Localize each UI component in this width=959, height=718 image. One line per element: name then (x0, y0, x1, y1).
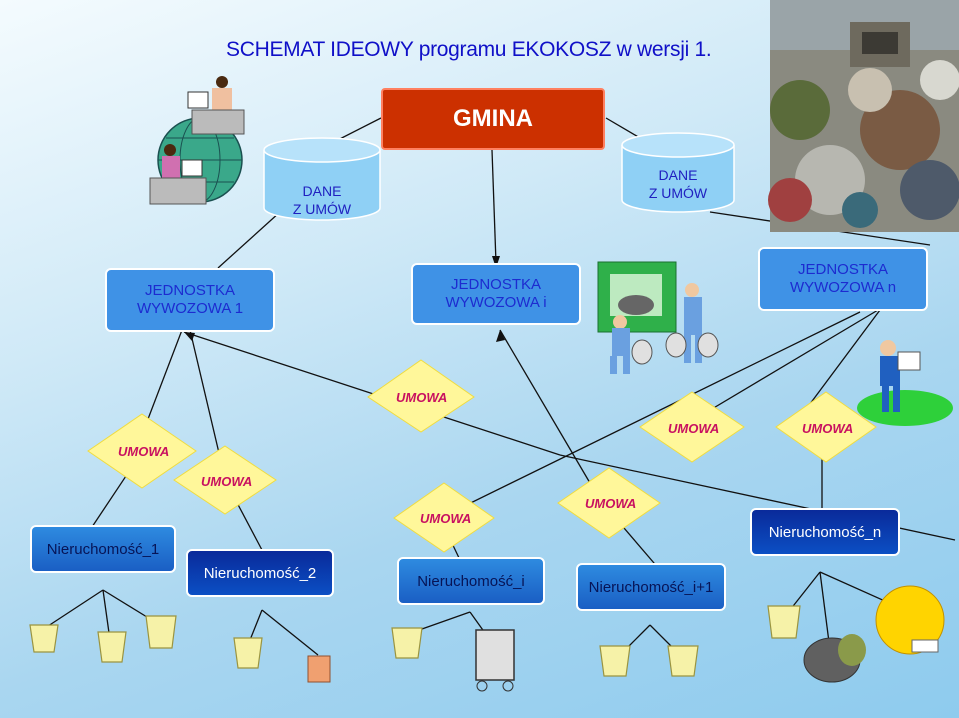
jednostka-line2: WYWOZOWA i (445, 294, 547, 311)
gmina-box: GMINA (381, 88, 605, 150)
umowa-label: UMOWA (585, 496, 637, 511)
nieruchomosc-n: Nieruchomość_n (750, 508, 900, 556)
landfill-photo (768, 0, 959, 232)
jednostka-wywozowa-1: JEDNOSTKA WYWOZOWA 1 (105, 268, 275, 332)
cylinder-label-line2: Z UMÓW (292, 201, 352, 217)
umowa-label: UMOWA (668, 421, 720, 436)
umowa-label: UMOWA (802, 421, 854, 436)
waste-basket-icons (29, 605, 801, 677)
jednostka-line1: JEDNOSTKA (797, 261, 888, 278)
recycling-bin-icon (475, 629, 515, 692)
nieruchomosc-2: Nieruchomość_2 (186, 549, 334, 597)
cylinder-label-line1: DANE (302, 183, 342, 199)
recycling-symbol-icon (307, 655, 331, 683)
waste-collector-icon (665, 283, 719, 363)
cylinder-label-line1: DANE (658, 167, 698, 183)
umowa-diamonds (87, 359, 877, 553)
nieruchomosc-i: Nieruchomość_i (397, 557, 545, 605)
jednostka-line1: JEDNOSTKA (450, 276, 541, 293)
umowa-label: UMOWA (118, 444, 170, 459)
cylinder-right (621, 132, 735, 213)
nieruchomosc-1: Nieruchomość_1 (30, 525, 176, 573)
waste-collector-icon (610, 315, 653, 374)
jednostka-line2: WYWOZOWA n (789, 279, 897, 296)
jednostka-wywozowa-n: JEDNOSTKA WYWOZOWA n (758, 247, 928, 311)
jednostka-wywozowa-i: JEDNOSTKA WYWOZOWA i (411, 263, 581, 325)
computer-operator-icon (149, 144, 207, 205)
diagram-title: SCHEMAT IDEOWY programu EKOKOSZ w wersji… (226, 38, 712, 61)
sewage-pipe-icon (803, 634, 866, 683)
cylinder-left (263, 137, 381, 221)
cylinder-label-line2: Z UMÓW (648, 185, 708, 201)
toilet-figure-icon (875, 585, 945, 655)
umowa-label: UMOWA (420, 511, 472, 526)
umowa-label: UMOWA (201, 474, 253, 489)
nieruchomosc-i-plus-1: Nieruchomość_i+1 (576, 563, 726, 611)
cylinder-label-left: DANE Z UMÓW (264, 182, 380, 218)
jednostka-line1: JEDNOSTKA (144, 282, 235, 299)
garbage-truck-icon (597, 261, 677, 333)
cylinder-label-right: DANE Z UMÓW (622, 166, 734, 202)
computer-operator-icon (187, 76, 245, 135)
jednostka-line2: WYWOZOWA 1 (136, 300, 244, 317)
inspector-icon (857, 340, 953, 426)
umowa-label: UMOWA (396, 390, 448, 405)
